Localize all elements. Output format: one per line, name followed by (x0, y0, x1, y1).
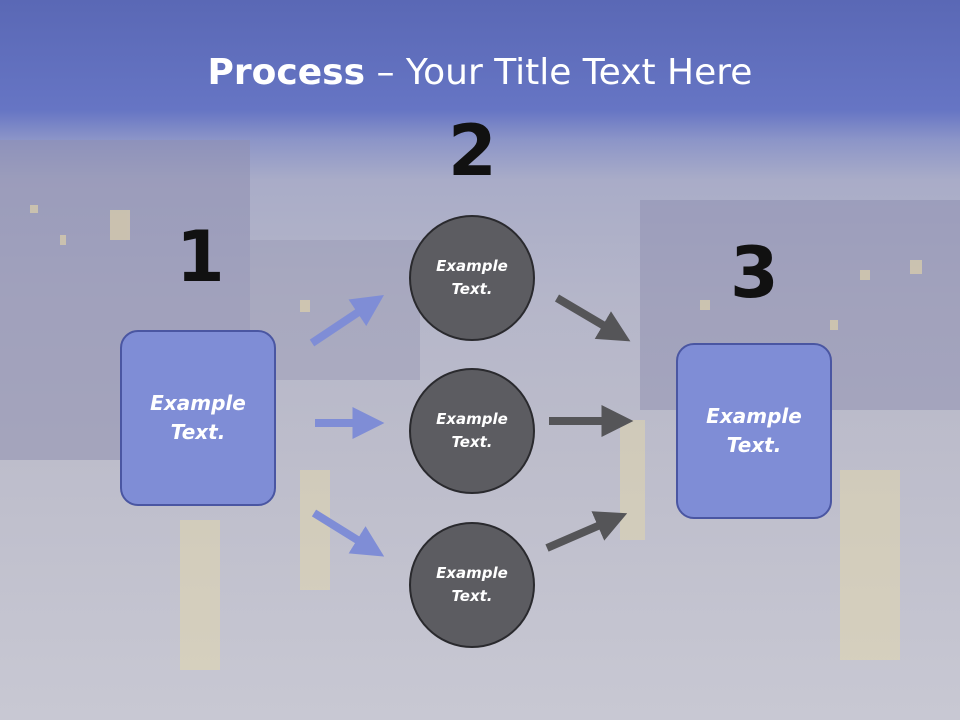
circle-middle-line-2: Text. (451, 433, 493, 451)
right-box-line-1: Example (706, 404, 802, 428)
circle-bottom-line-1: Example (436, 564, 508, 582)
step-number-2: 2 (448, 110, 497, 192)
circle-bottom-line-2: Text. (451, 587, 493, 605)
arrow-left-to-top (309, 295, 384, 347)
step-number-1: 1 (176, 216, 225, 298)
title-bold-part: Process (207, 52, 366, 93)
circle-middle-line-1: Example (436, 410, 508, 428)
left-box-line-1: Example (150, 391, 246, 415)
circle-top-line-1: Example (436, 257, 508, 275)
arrow-left-to-bottom (311, 509, 385, 557)
left-box-line-2: Text. (170, 420, 226, 444)
slide-title: Process – Your Title Text Here (0, 52, 960, 93)
arrow-top-to-right (554, 294, 631, 342)
right-box-line-2: Text. (726, 433, 782, 457)
circle-top-line-2: Text. (451, 280, 493, 298)
title-rest-part: – Your Title Text Here (365, 52, 753, 93)
arrow-bottom-to-right (545, 511, 628, 552)
step-number-3: 3 (730, 232, 779, 314)
